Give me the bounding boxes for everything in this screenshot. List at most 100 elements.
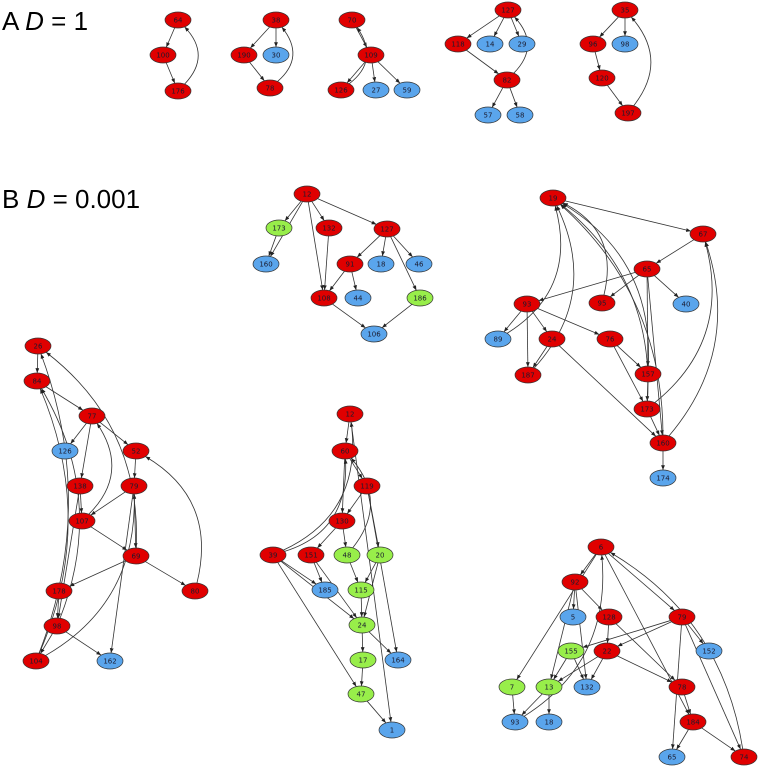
node-a1-100: 100 <box>149 46 177 64</box>
edge-b4-n6-n10 <box>349 562 359 583</box>
node-b3-80: 80 <box>181 582 209 600</box>
node-label: 93 <box>511 719 520 727</box>
node-b1-186: 186 <box>406 289 434 307</box>
edge-b5-n6-n11 <box>574 658 584 680</box>
node-ellipse <box>444 35 472 53</box>
node-b4-151: 151 <box>297 546 325 564</box>
edge-a2-n1-n2 <box>250 26 270 49</box>
node-label: 98 <box>53 623 62 631</box>
edge-b2-n3-n6 <box>609 274 640 298</box>
node-b1-132: 132 <box>315 219 343 237</box>
node-b4-47: 47 <box>347 685 375 703</box>
node-ellipse <box>633 400 661 418</box>
edge-a4-n5-n7 <box>509 87 518 108</box>
node-ellipse <box>367 255 395 273</box>
edge-b2-n11-n1 <box>562 203 649 367</box>
node-b2-67: 67 <box>689 225 717 243</box>
panel-b-label: B D = 0.001 <box>2 184 140 214</box>
node-ellipse <box>347 581 375 599</box>
node-ellipse <box>557 642 585 660</box>
node-ellipse <box>406 289 434 307</box>
node-ellipse <box>333 546 361 564</box>
edge-b2-n5-n10 <box>525 311 530 368</box>
node-ellipse <box>484 330 512 348</box>
node-label: 174 <box>656 475 670 483</box>
node-ellipse <box>353 477 381 495</box>
edge-b4-n8-n9 <box>281 560 317 585</box>
edge-b5-n10-n13 <box>521 693 543 716</box>
node-label: 26 <box>34 343 43 351</box>
edge-b2-n5-n8 <box>531 311 548 332</box>
node-ellipse <box>611 35 639 53</box>
node-label: 186 <box>413 295 427 303</box>
edge-b5-n7-n11 <box>590 658 604 680</box>
node-label: 64 <box>174 17 183 25</box>
edge-b2-n6-n1 <box>562 202 608 296</box>
node-label: 27 <box>372 87 381 95</box>
node-ellipse <box>405 255 433 273</box>
edge-b4-n4-n5 <box>317 527 336 549</box>
node-ellipse <box>311 581 339 599</box>
node-label: 52 <box>132 448 141 456</box>
node-label: 119 <box>360 483 373 491</box>
edge-b5-n13-n1 <box>523 554 605 717</box>
node-ellipse <box>122 547 150 565</box>
node-a4-14: 14 <box>476 35 504 53</box>
node-label: 126 <box>334 87 348 95</box>
node-ellipse <box>43 617 71 635</box>
node-label: 76 <box>606 336 615 344</box>
edge-b2-n10-n1 <box>533 205 575 369</box>
node-b1-18: 18 <box>367 255 395 273</box>
node-label: 106 <box>367 331 381 339</box>
node-label: 178 <box>52 588 65 596</box>
edge-b2-n9-n11 <box>616 345 642 368</box>
node-ellipse <box>357 46 385 64</box>
edge-b1-n4-n11 <box>390 236 417 291</box>
edge-b4-n14-n15 <box>366 700 387 724</box>
edge-b4-n8-n1 <box>283 421 354 551</box>
node-ellipse <box>596 330 624 348</box>
edge-b4-n3-n4 <box>346 493 363 514</box>
node-label: 104 <box>29 658 43 666</box>
edge-b4-n1-n2 <box>344 421 350 444</box>
edge-b5-n7-n10 <box>557 656 599 682</box>
graph-b3-edges <box>35 351 202 656</box>
node-b3-26: 26 <box>24 337 52 355</box>
edge-b3-n13-n2 <box>38 388 69 654</box>
node-b2-173: 173 <box>633 400 661 418</box>
node-b5-65: 65 <box>658 748 686 766</box>
edge-b4-n3-n13 <box>368 493 398 653</box>
node-ellipse <box>344 289 372 307</box>
node-label: 197 <box>621 110 634 118</box>
edge-b2-n12-n2 <box>654 241 713 403</box>
edge-b5-n15-n16 <box>676 729 689 750</box>
node-ellipse <box>327 81 355 99</box>
node-ellipse <box>668 608 696 626</box>
graph-b2-edges <box>503 200 719 470</box>
node-b2-40: 40 <box>672 295 700 313</box>
edge-b3-n9-n10 <box>69 560 126 587</box>
node-b4-119: 119 <box>353 477 381 495</box>
node-ellipse <box>315 219 343 237</box>
node-label: 24 <box>358 622 367 630</box>
node-b4-20: 20 <box>366 546 394 564</box>
node-label: 187 <box>521 372 534 380</box>
edge-b4-n2-n4 <box>340 458 346 514</box>
node-ellipse <box>360 325 388 343</box>
node-ellipse <box>252 255 280 273</box>
edge-b5-n6-n10 <box>553 658 567 680</box>
node-label: 47 <box>357 691 366 699</box>
edge-b5-n4-n7 <box>605 624 610 644</box>
node-label: 18 <box>377 261 386 269</box>
node-b3-69: 69 <box>122 547 150 565</box>
node-b1-173: 173 <box>265 219 293 237</box>
node-ellipse <box>474 106 502 124</box>
node-b3-98: 98 <box>43 617 71 635</box>
node-ellipse <box>668 678 696 696</box>
edge-b1-n2-n5 <box>268 235 277 257</box>
node-b4-39: 39 <box>259 546 287 564</box>
node-label: 19 <box>549 195 558 203</box>
node-label: 29 <box>518 41 527 49</box>
edge-b1-n1-n2 <box>284 200 302 222</box>
node-ellipse <box>362 81 390 99</box>
